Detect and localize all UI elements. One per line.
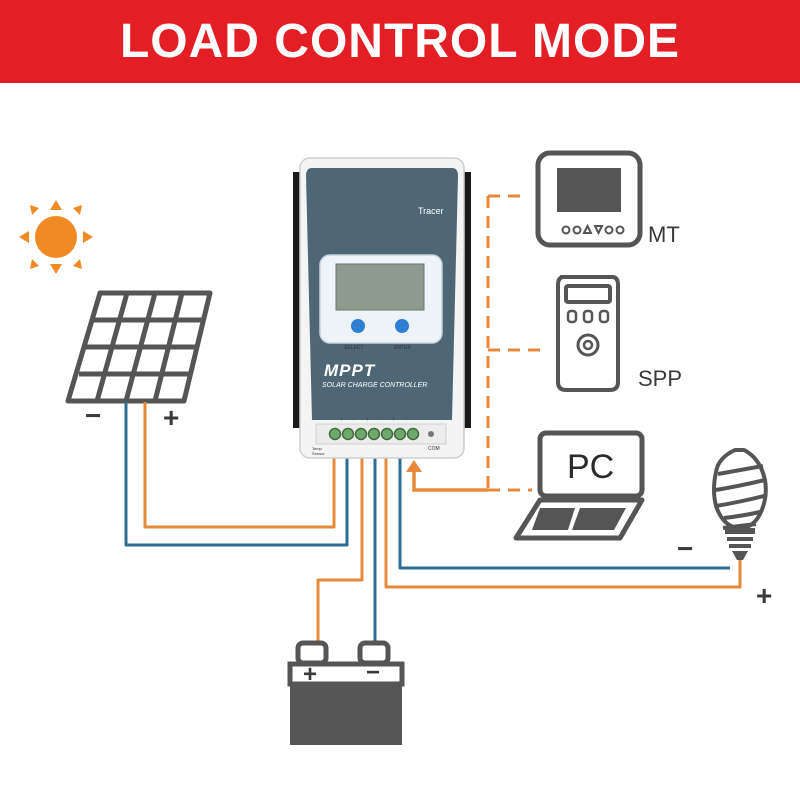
controller-subtitle: SOLAR CHARGE CONTROLLER <box>322 382 428 389</box>
spp-module-icon <box>556 275 620 392</box>
charge-controller: + − + − + − <box>293 157 471 459</box>
svg-text:−: − <box>351 417 355 423</box>
battery-positive-wire <box>316 455 364 645</box>
spp-label: SPP <box>638 366 683 391</box>
solar-panel-icon <box>65 290 213 404</box>
com-port-label: COM <box>428 446 440 452</box>
pv-positive-wire <box>143 402 336 529</box>
temp-sensor-label: Temp. Sensor <box>312 446 325 456</box>
svg-text:+: + <box>392 417 396 423</box>
load-plus-sign: + <box>756 580 773 611</box>
controller-model: MPPT <box>324 361 376 380</box>
controller-brand: Tracer <box>418 206 444 216</box>
load-wires <box>384 455 742 589</box>
laptop-icon <box>513 430 645 541</box>
pv-plus-sign: + <box>163 402 180 433</box>
pc-label: PC <box>567 448 615 486</box>
svg-text:−: − <box>404 417 408 423</box>
com-link <box>412 194 540 492</box>
com-arrow-icon <box>406 460 422 472</box>
battery-minus-sign: − <box>366 659 381 686</box>
battery-wires <box>316 455 377 645</box>
pv-negative-wire <box>124 402 349 547</box>
select-label: SELECT <box>344 345 364 351</box>
battery-plus-sign: + <box>303 661 318 688</box>
enter-label: ENTER <box>394 345 411 351</box>
page-title: LOAD CONTROL MODE <box>119 15 681 68</box>
svg-text:−: − <box>377 417 381 423</box>
load-minus-sign: − <box>677 533 694 564</box>
pv-minus-sign: − <box>85 400 102 431</box>
bulb-load-icon <box>712 448 768 560</box>
mt-label: MT <box>648 222 680 247</box>
pv-wires <box>124 402 349 547</box>
battery-icon <box>287 640 405 745</box>
mt-meter-icon <box>535 150 643 248</box>
svg-text:+: + <box>340 417 344 423</box>
sun-icon <box>19 200 93 274</box>
svg-text:+: + <box>366 417 370 423</box>
title-banner: LOAD CONTROL MODE <box>0 0 800 83</box>
load-negative-wire <box>398 455 730 570</box>
load-positive-wire <box>384 455 742 589</box>
